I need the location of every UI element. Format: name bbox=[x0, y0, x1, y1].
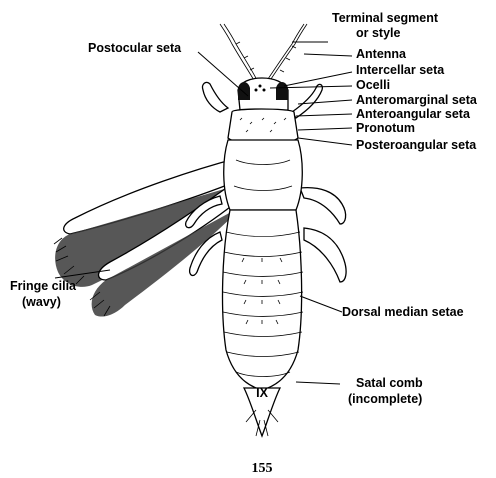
ocelli-label: Ocelli bbox=[356, 78, 390, 92]
satal-comb-label-line1: Satal comb bbox=[356, 376, 423, 390]
abdomen bbox=[223, 210, 303, 390]
anteromarginal-seta-label: Anteromarginal seta bbox=[356, 93, 478, 107]
postocular-seta-label: Postocular seta bbox=[88, 41, 182, 55]
anteroangular-seta-label: Anteroangular seta bbox=[356, 107, 471, 121]
page-number: 155 bbox=[252, 461, 273, 476]
pronotum-label: Pronotum bbox=[356, 121, 415, 135]
antennae bbox=[220, 24, 307, 82]
segment-ix-label: IX bbox=[256, 386, 268, 400]
posteroangular-seta-label: Posteroangular seta bbox=[356, 138, 477, 152]
dorsal-median-setae-label: Dorsal median setae bbox=[342, 305, 464, 319]
thorax bbox=[224, 140, 303, 210]
pronotum bbox=[228, 109, 298, 144]
terminal-segment-label-line1: Terminal segment bbox=[332, 11, 439, 25]
fringe-cilia-label-line2: (wavy) bbox=[22, 295, 61, 309]
abdominal-tip: IX bbox=[244, 386, 280, 436]
antenna-label: Antenna bbox=[356, 47, 407, 61]
terminal-segment-label-line2: or style bbox=[356, 26, 401, 40]
satal-comb-label-line2: (incomplete) bbox=[348, 392, 422, 406]
fringe-cilia-label-line1: Fringe cilia bbox=[10, 279, 77, 293]
intercellar-seta-label: Intercellar seta bbox=[356, 63, 445, 77]
